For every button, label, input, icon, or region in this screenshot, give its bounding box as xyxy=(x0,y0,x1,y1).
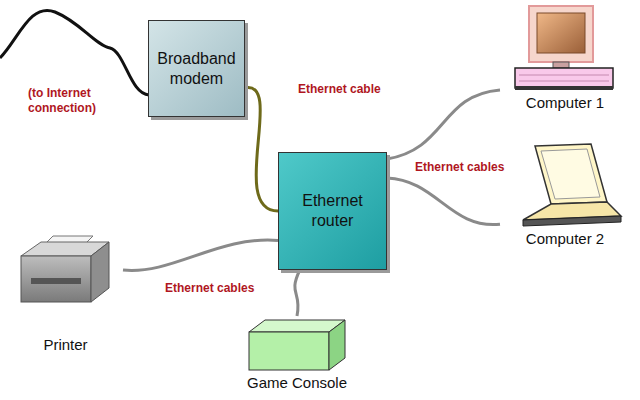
cable-label: Ethernet cables xyxy=(163,281,256,296)
ethernet-cable xyxy=(387,90,500,159)
device-node: Game Console xyxy=(222,316,372,392)
ethernet-cable xyxy=(387,178,500,225)
internet-note: (to Internet connection) xyxy=(26,86,130,116)
internet-wire xyxy=(0,10,149,95)
device-node: Printer xyxy=(8,234,123,354)
node-label: Computer 1 xyxy=(526,94,604,111)
device-node: Computer 2 xyxy=(500,140,630,248)
node-label: Computer 2 xyxy=(526,230,604,247)
ethernet-cable xyxy=(295,270,300,316)
network-box: Broadband modem xyxy=(148,20,245,117)
cable-label: Ethernet cable xyxy=(296,82,383,97)
ethernet-cable xyxy=(123,240,278,270)
node-label: Broadband modem xyxy=(155,49,238,89)
network-box: Ethernet router xyxy=(278,152,387,270)
cable-label: Ethernet cables xyxy=(413,160,506,175)
node-label: Printer xyxy=(43,336,87,353)
node-label: Game Console xyxy=(247,374,347,391)
device-node: Computer 1 xyxy=(500,2,630,112)
console-icon xyxy=(225,316,370,374)
laptop-icon xyxy=(505,140,625,230)
ethernet-cable xyxy=(245,88,278,211)
printer-icon xyxy=(11,234,121,314)
node-label: Ethernet router xyxy=(285,191,380,231)
desktop-icon xyxy=(505,2,625,94)
